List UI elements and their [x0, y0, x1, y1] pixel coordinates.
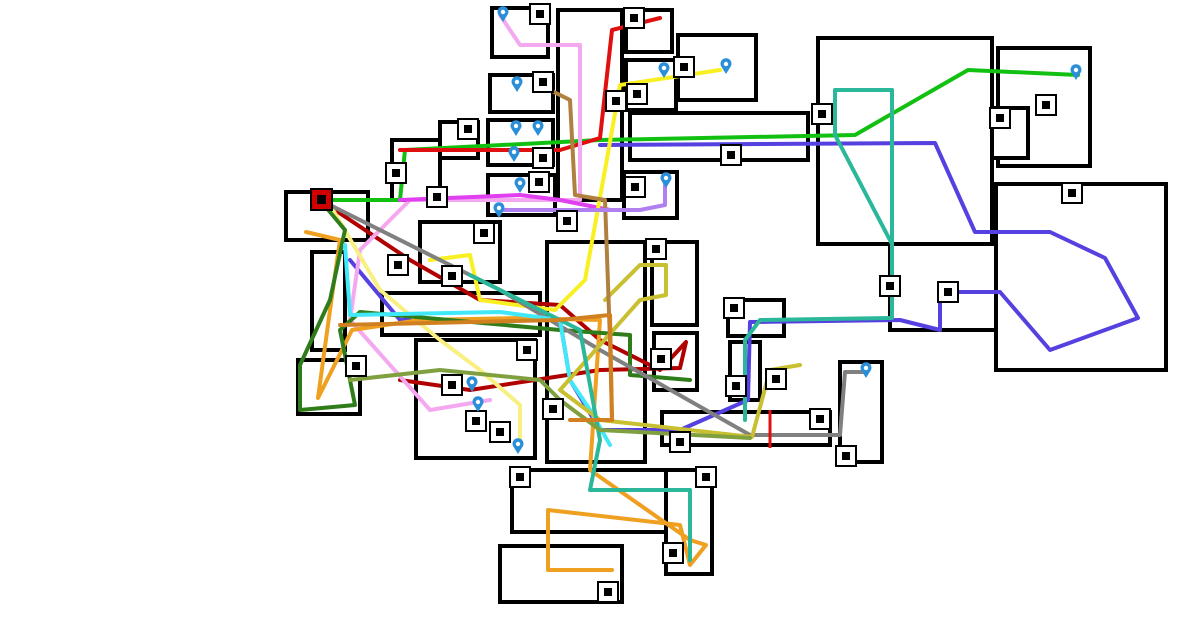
- location-pin-icon[interactable]: [493, 202, 505, 218]
- waypoint-marker[interactable]: [556, 210, 578, 232]
- waypoint-marker[interactable]: [809, 408, 831, 430]
- route-olive: [558, 263, 802, 439]
- waypoint-marker[interactable]: [1035, 94, 1057, 116]
- route-olive-green: [348, 368, 752, 440]
- waypoint-marker[interactable]: [542, 398, 564, 420]
- waypoint-marker[interactable]: [669, 431, 691, 453]
- markers-layer: [310, 3, 1083, 603]
- location-pin-icon[interactable]: [472, 396, 484, 412]
- room: [888, 242, 998, 332]
- waypoint-marker[interactable]: [725, 375, 747, 397]
- location-pin-icon[interactable]: [658, 62, 670, 78]
- waypoint-marker[interactable]: [879, 275, 901, 297]
- waypoint-marker[interactable]: [489, 421, 511, 443]
- waypoint-marker[interactable]: [532, 147, 554, 169]
- waypoint-marker[interactable]: [387, 254, 409, 276]
- location-pin-icon[interactable]: [512, 438, 524, 454]
- location-pin-icon[interactable]: [1070, 64, 1082, 80]
- waypoint-marker[interactable]: [937, 281, 959, 303]
- waypoint-marker[interactable]: [720, 144, 742, 166]
- waypoint-marker[interactable]: [465, 410, 487, 432]
- room: [498, 544, 624, 604]
- waypoint-marker[interactable]: [385, 162, 407, 184]
- waypoint-marker[interactable]: [765, 368, 787, 390]
- waypoint-marker[interactable]: [811, 103, 833, 125]
- waypoint-marker[interactable]: [529, 3, 551, 25]
- waypoint-marker[interactable]: [426, 186, 448, 208]
- waypoint-marker[interactable]: [473, 222, 495, 244]
- room: [838, 360, 884, 464]
- route-orange: [304, 230, 708, 572]
- waypoint-marker[interactable]: [1061, 182, 1083, 204]
- waypoint-marker[interactable]: [605, 90, 627, 112]
- waypoint-marker[interactable]: [989, 107, 1011, 129]
- waypoint-marker[interactable]: [650, 348, 672, 370]
- waypoint-marker[interactable]: [457, 118, 479, 140]
- location-pin-icon[interactable]: [720, 58, 732, 74]
- location-pin-icon[interactable]: [860, 362, 872, 378]
- waypoint-marker[interactable]: [528, 171, 550, 193]
- waypoint-marker[interactable]: [626, 83, 648, 105]
- waypoint-marker[interactable]: [441, 265, 463, 287]
- route-magenta: [398, 193, 612, 212]
- waypoint-marker[interactable]: [516, 339, 538, 361]
- waypoint-marker[interactable]: [624, 176, 646, 198]
- waypoint-marker[interactable]: [345, 355, 367, 377]
- room: [994, 182, 1168, 372]
- waypoint-marker[interactable]: [532, 71, 554, 93]
- location-pin-icon[interactable]: [660, 172, 672, 188]
- location-pin-icon[interactable]: [508, 146, 520, 162]
- waypoint-marker[interactable]: [695, 466, 717, 488]
- waypoint-marker[interactable]: [597, 581, 619, 603]
- waypoint-marker[interactable]: [441, 374, 463, 396]
- route-dark-orange: [338, 313, 614, 422]
- location-pin-icon[interactable]: [514, 177, 526, 193]
- start-marker[interactable]: [310, 188, 333, 211]
- waypoint-marker[interactable]: [645, 238, 667, 260]
- waypoint-marker[interactable]: [835, 445, 857, 467]
- waypoint-marker[interactable]: [509, 466, 531, 488]
- route-teal: [743, 88, 894, 422]
- location-pin-icon[interactable]: [510, 120, 522, 136]
- location-pin-icon[interactable]: [497, 6, 509, 22]
- location-pin-icon[interactable]: [466, 376, 478, 392]
- location-pin-icon[interactable]: [511, 76, 523, 92]
- waypoint-marker[interactable]: [723, 297, 745, 319]
- waypoint-marker[interactable]: [662, 542, 684, 564]
- location-pin-icon[interactable]: [532, 120, 544, 136]
- route-light-yellow: [328, 203, 522, 447]
- waypoint-marker[interactable]: [623, 7, 645, 29]
- waypoint-marker[interactable]: [673, 56, 695, 78]
